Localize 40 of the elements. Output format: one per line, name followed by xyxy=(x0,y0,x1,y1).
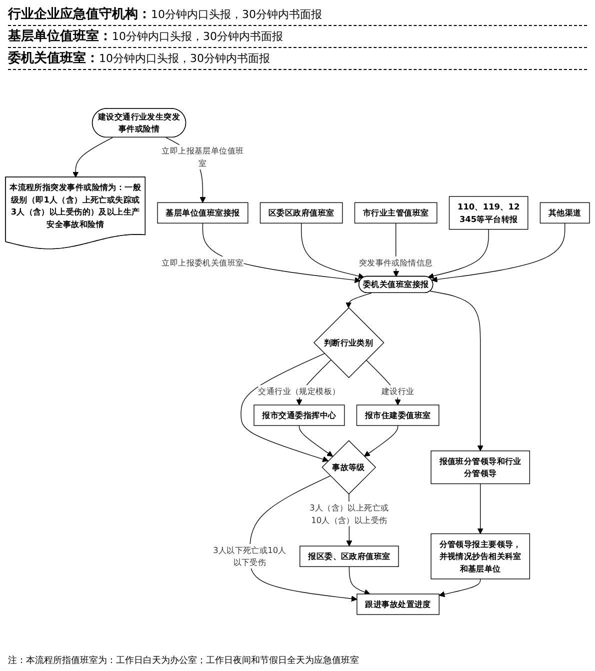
node-box: 报市住建委值班室 xyxy=(356,404,440,426)
node-box: 报市交通委指挥中心 xyxy=(254,404,345,426)
section-heading: 委机关值班室： xyxy=(8,50,99,67)
edge-label: 突发事件或险情信息 xyxy=(358,258,433,268)
node-box: 市行业主管值班室 xyxy=(354,202,438,224)
edge-label: 立即上报基层单位值班室 xyxy=(162,146,244,168)
arrow xyxy=(364,425,398,457)
node-box: 报值班分管领导和行业分管领导 xyxy=(430,450,530,484)
arrow xyxy=(428,228,489,279)
section-note: 10分钟内口头报，30分钟内书面报 xyxy=(151,7,322,22)
node-box: 其他渠道 xyxy=(540,202,590,224)
node-diamond: 判断行业类别 xyxy=(313,307,384,378)
arrow xyxy=(346,292,372,308)
edge-label: 建设行业 xyxy=(381,386,414,396)
edge-label: 交通行业（规定模板） xyxy=(258,386,340,396)
arrow xyxy=(301,222,364,279)
arrow xyxy=(438,578,481,598)
arrow xyxy=(348,566,370,595)
arrow xyxy=(249,476,358,602)
node-box: 跟进事故处置进度 xyxy=(356,594,440,615)
node-box: 分管领导报主要领导，并视情况抄告相关科室和基层单位 xyxy=(430,533,530,580)
section-note: 10分钟内口头报，30分钟内书面报 xyxy=(99,51,270,66)
arrow xyxy=(477,483,484,534)
arrow xyxy=(240,353,329,462)
edge-label: 3人（含）以上死亡或10人（含）以上受伤 xyxy=(310,502,389,525)
footnote: 注：本流程所指值班室为：工作日白天为办公室；工作日夜间和节假日全天为应急值班室 xyxy=(7,654,360,668)
arrow xyxy=(72,137,113,178)
section-heading: 基层单位值班室： xyxy=(8,28,112,45)
node-box: 区委区政府值班室 xyxy=(260,202,343,224)
arrow xyxy=(430,290,484,452)
arrow xyxy=(431,222,566,282)
arrow xyxy=(298,425,334,457)
node-diamond: 事故等级 xyxy=(322,440,376,494)
node-box: 110、119、12345等平台转报 xyxy=(448,196,528,230)
node-box: 基层单位值班室接报 xyxy=(157,202,248,224)
edge-label: 立即上报委机关值班室 xyxy=(162,258,244,268)
section-note: 10分钟内口头报，30分钟内书面报 xyxy=(112,29,283,44)
section-heading: 行业企业应急值守机构： xyxy=(8,6,151,23)
edge-label: 3人以下死亡或10人以下受伤 xyxy=(213,545,286,568)
node-box: 报区委、区政府值班室 xyxy=(300,546,399,567)
